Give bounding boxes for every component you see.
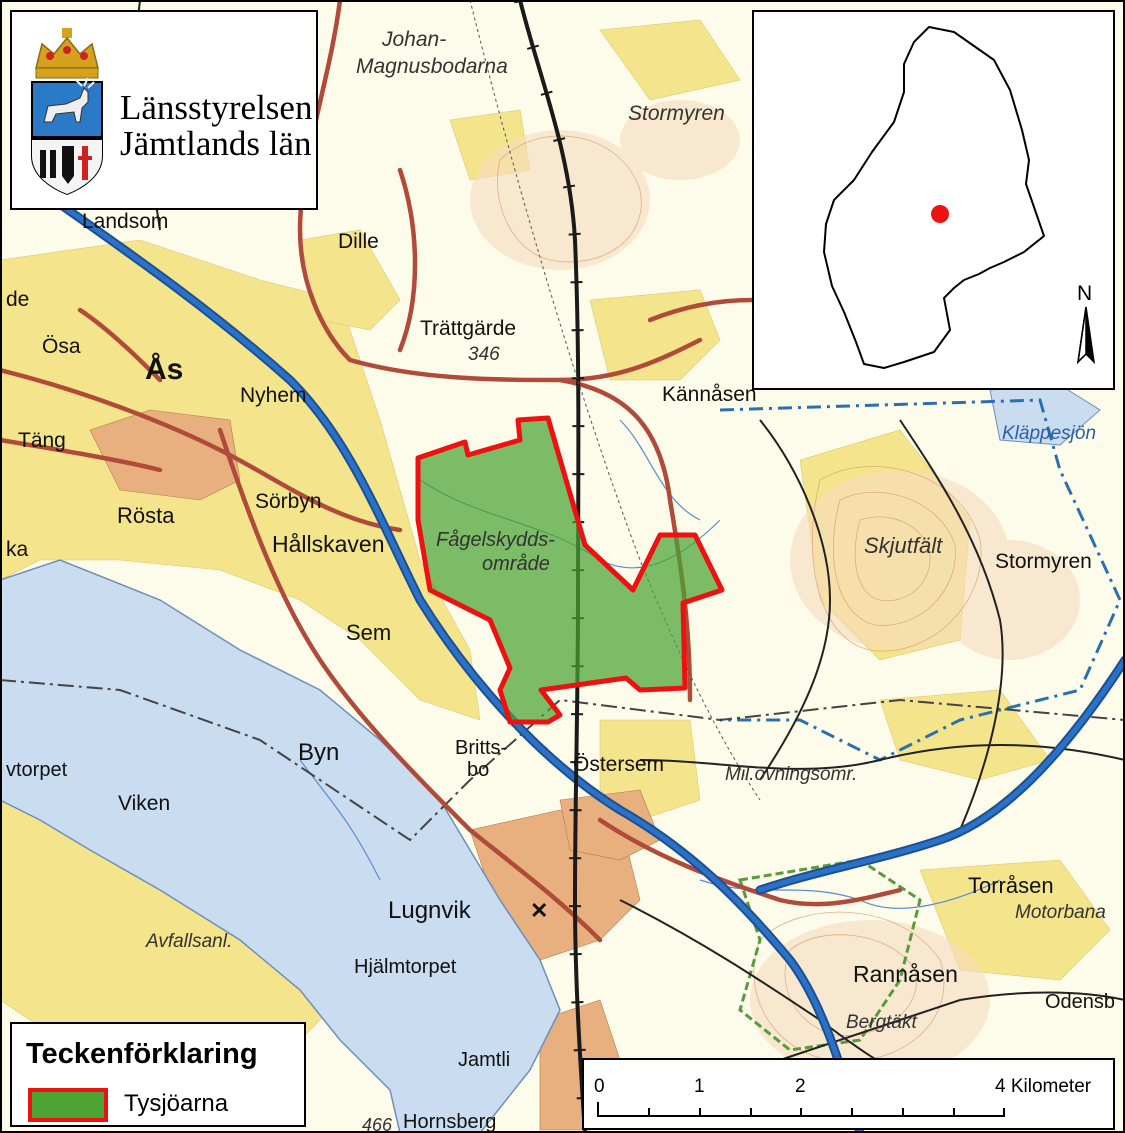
highway-e14-inner (37, 187, 863, 1133)
label-as: Ås (145, 353, 183, 386)
label-skjutfalt: Skjutfält (864, 533, 943, 558)
location-dot-icon (931, 205, 949, 223)
label-ostersem: Östersem (573, 753, 664, 776)
roads (0, 0, 903, 943)
label-magnusbodarna: Magnusbodarna (356, 55, 508, 78)
label-kannasen: Kännåsen (662, 383, 757, 406)
overview-inset: N (752, 10, 1115, 390)
label-stormyren-east: Stormyren (995, 550, 1092, 573)
legend-swatch-reserve (28, 1088, 108, 1122)
organization-name-line2: Jämtlands län (120, 124, 312, 163)
label-bo: bo (467, 759, 489, 781)
county-outline-map: N (823, 26, 1096, 369)
label-byn: Byn (298, 739, 339, 766)
organization-name: Länsstyrelsen Jämtlands län (120, 90, 312, 162)
label-fagelskydds: Fågelskydds- (436, 529, 555, 551)
scale-label-2: 2 (795, 1076, 806, 1097)
label-motorbana: Motorbana (1015, 902, 1106, 923)
church-symbol: ✕ (530, 898, 548, 923)
label-lugnvik: Lugnvik (388, 897, 472, 924)
organization-name-line1: Länsstyrelsen (120, 88, 313, 127)
contour-lines (497, 135, 982, 1062)
label-dille: Dille (338, 230, 379, 253)
logo-panel: Länsstyrelsen Jämtlands län (10, 10, 318, 210)
label-omrade: område (482, 553, 550, 575)
label-johan: Johan- (381, 28, 446, 51)
label-jamtli: Jamtli (458, 1049, 510, 1071)
label-mil-ovningsomr: Mil.övningsomr. (725, 764, 857, 785)
label-britts: Britts- (455, 737, 507, 759)
label-avfallsanl: Avfallsanl. (145, 931, 232, 952)
county-outline (823, 26, 1045, 369)
place-labels: Johan- Magnusbodarna Stormyren Landsom D… (6, 28, 1115, 1133)
north-arrow-icon (1076, 306, 1096, 365)
label-odensb: Odensb (1045, 991, 1115, 1013)
label-landsom: Landsom (82, 210, 168, 233)
label-tang: Täng (18, 429, 66, 452)
legend-panel: Teckenförklaring Tysjöarna (10, 1022, 306, 1127)
label-stormyren-north: Stormyren (628, 102, 725, 125)
scale-bar-panel: 0 1 2 4 Kilometer (582, 1058, 1115, 1130)
label-rosta: Rösta (117, 503, 175, 528)
coat-of-arms-icon (31, 28, 103, 196)
hill-shading (470, 100, 1080, 1080)
label-elevation-466: 466 (362, 1115, 393, 1133)
military-area-boundary (719, 398, 1122, 762)
rannasen-boundary (738, 858, 922, 1052)
label-klappesjon: Kläppesjön (1002, 423, 1096, 444)
label-trattgarde: Trättgärde (420, 317, 516, 340)
reserve-area-tysjoarna (415, 415, 725, 725)
label-ka: ka (6, 538, 29, 561)
label-sorbyn: Sörbyn (255, 490, 322, 513)
legend-title: Teckenförklaring (26, 1038, 258, 1070)
label-hornsberg: Hornsberg (403, 1111, 496, 1133)
label-elevation-346: 346 (468, 344, 500, 365)
label-torrasen: Torråsen (968, 873, 1054, 898)
label-sem: Sem (346, 620, 391, 645)
scale-label-0: 0 (594, 1076, 605, 1097)
label-nyhem: Nyhem (240, 384, 307, 407)
label-viken: Viken (118, 792, 170, 815)
label-vtorpet: vtorpet (6, 759, 68, 781)
label-rannasen: Rannåsen (853, 961, 958, 987)
scale-label-1: 1 (694, 1076, 705, 1097)
lake (0, 559, 561, 1133)
label-bergtakt: Bergtäkt (846, 1012, 917, 1033)
label-hallskaven: Hållskaven (272, 531, 385, 557)
power-line (469, 0, 761, 801)
legend-item-label: Tysjöarna (124, 1090, 229, 1117)
admin-boundary (0, 679, 1125, 842)
label-de: de (6, 288, 29, 311)
north-label: N (1077, 282, 1092, 305)
label-osa: Ösa (42, 335, 81, 358)
label-hjalmtorpet: Hjälmtorpet (354, 956, 457, 978)
scale-bar (597, 1102, 1005, 1117)
scale-label-4-kilometer: 4 Kilometer (995, 1076, 1092, 1097)
